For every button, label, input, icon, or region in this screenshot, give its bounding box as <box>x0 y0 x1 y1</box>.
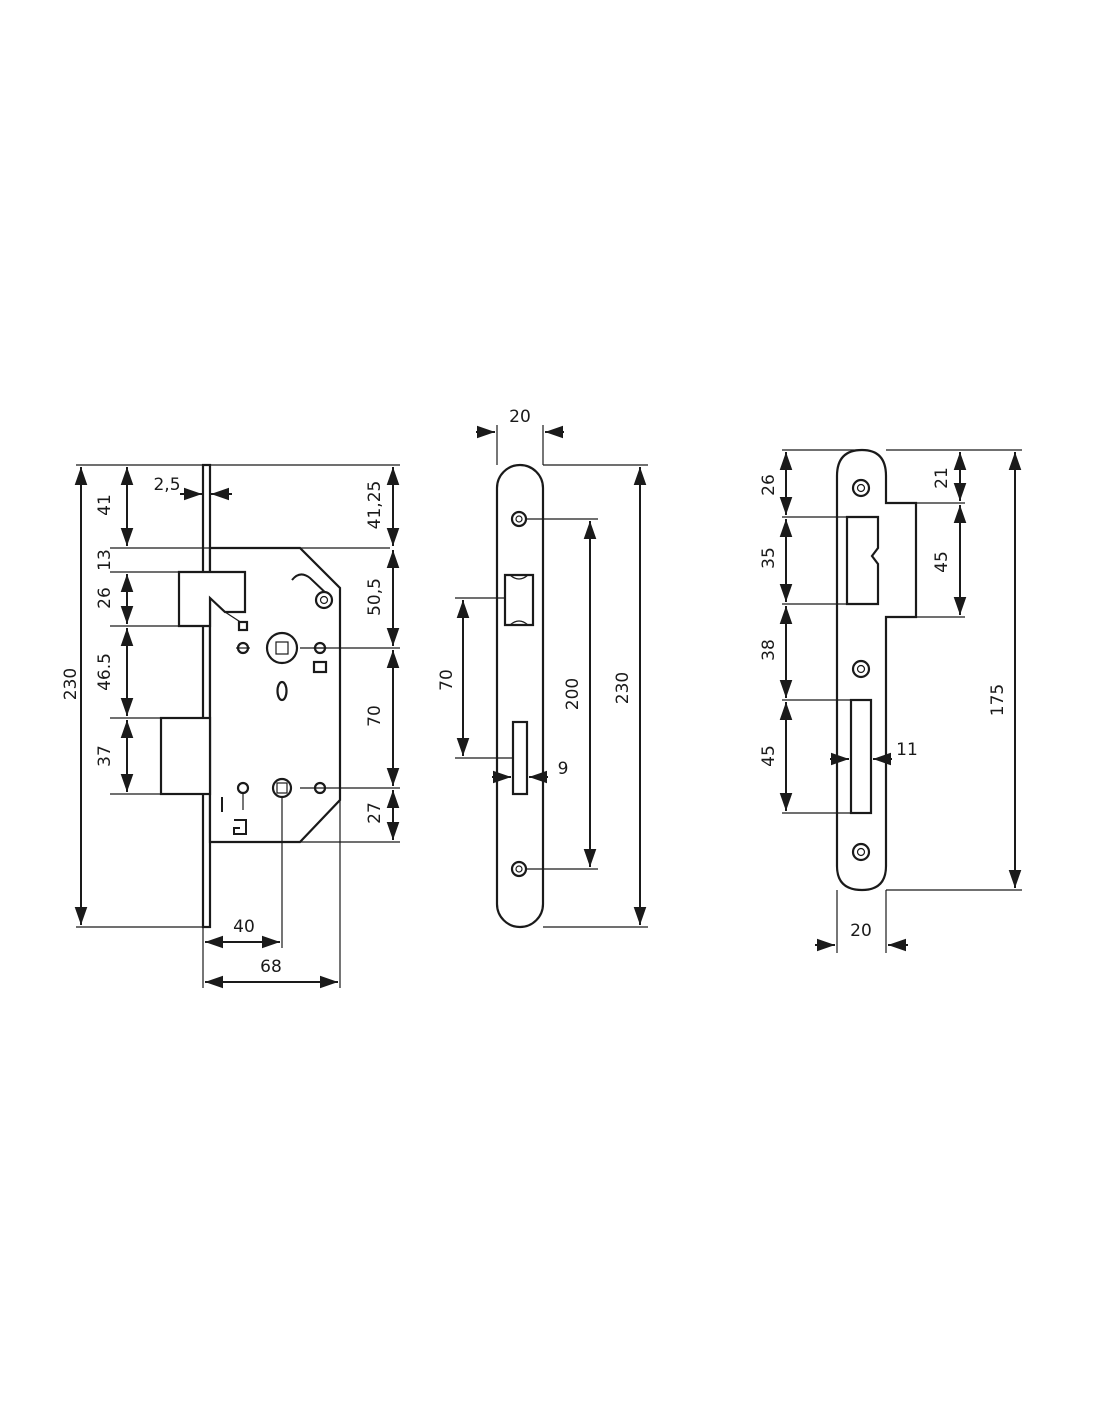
faceplate-latch-opening <box>503 573 535 627</box>
strike-bolt-opening <box>849 698 873 815</box>
dim-faceplate-screw-spacing: 200 <box>563 678 583 710</box>
cylinder-hole-icon <box>271 777 293 799</box>
dim-strike-top: 26 <box>759 474 779 496</box>
dim-lock-deadbolt: 37 <box>95 745 115 767</box>
dim-strike-slot-width: 11 <box>896 740 918 760</box>
dim-lock-top-to-case: 41,25 <box>365 481 385 530</box>
dim-lock-case-to-spindle: 50,5 <box>365 578 385 616</box>
dim-faceplate-length: 230 <box>613 672 633 704</box>
dim-lock-mid: 46.5 <box>95 653 115 691</box>
faceplate-drawing: 20 230 200 70 9 <box>437 407 648 929</box>
lever-pivot-icon <box>314 590 334 610</box>
oval-slot-icon <box>276 680 288 702</box>
strike-latch-opening <box>845 515 880 606</box>
screw-head-icon <box>237 620 249 632</box>
strike-plate-drawing: 26 35 38 45 21 45 175 11 20 <box>759 448 1022 953</box>
faceplate-bolt-opening <box>511 720 529 796</box>
dim-strike-width: 20 <box>850 921 872 941</box>
dim-lock-spindle-to-cylinder: 70 <box>365 705 385 727</box>
dim-lock-gap: 13 <box>95 549 115 571</box>
dim-strike-latch-opening: 35 <box>759 547 779 569</box>
dim-lock-latch: 26 <box>95 587 115 609</box>
strike-screw-top-icon <box>851 478 871 498</box>
strike-screw-mid-icon <box>851 659 871 679</box>
dim-lock-height: 230 <box>61 668 81 700</box>
strike-screw-bottom-icon <box>851 842 871 862</box>
dim-faceplate-opening-spacing: 70 <box>437 669 457 691</box>
dim-faceplate-width: 20 <box>509 407 531 427</box>
dim-case-depth: 68 <box>260 957 282 977</box>
spindle-hub-icon <box>265 631 299 665</box>
dim-faceplate-thickness: 2,5 <box>153 475 180 495</box>
screw-hole-icon <box>236 781 250 795</box>
dim-strike-bolt-opening: 45 <box>759 745 779 767</box>
screw-head-icon <box>312 660 328 674</box>
dim-strike-top-right: 21 <box>932 467 952 489</box>
spindle-square-icon <box>275 641 289 655</box>
lock-body-drawing: 230 41 13 26 46.5 37 2,5 41,25 50,5 70 2… <box>61 463 400 989</box>
dim-strike-length: 175 <box>988 684 1008 716</box>
key-icon <box>233 819 247 835</box>
faceplate-screw-bottom-icon <box>510 860 528 878</box>
deadbolt <box>159 716 212 796</box>
dim-strike-middle: 38 <box>759 639 779 661</box>
faceplate-screw-top-icon <box>510 510 528 528</box>
dim-lock-cylinder-to-bottom: 27 <box>365 802 385 824</box>
dim-lock-top-to-bolt: 41 <box>95 494 115 516</box>
latch-bolt <box>177 570 247 628</box>
lever-slot <box>291 573 331 598</box>
dim-strike-lip: 45 <box>932 551 952 573</box>
dim-backset: 40 <box>233 917 255 937</box>
faceplate-outline <box>495 463 545 929</box>
dim-faceplate-slot-width: 9 <box>558 759 569 779</box>
